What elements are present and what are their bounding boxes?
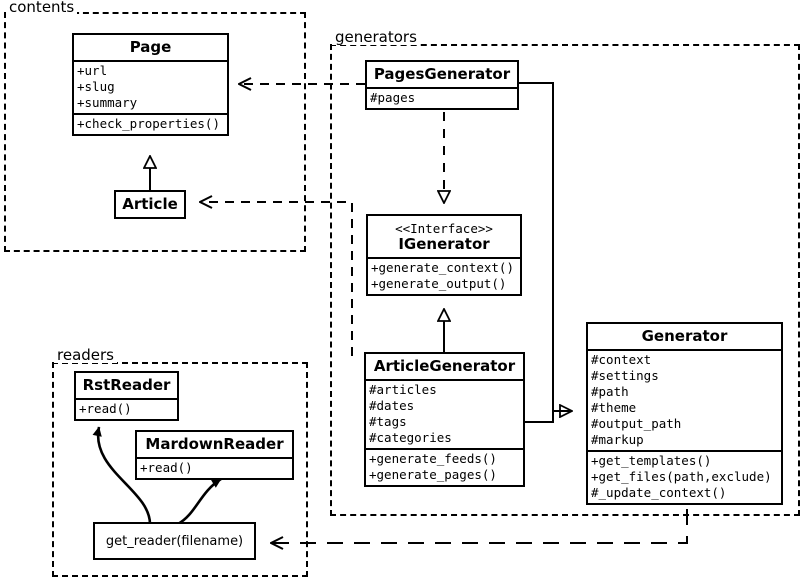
- attribute: #settings: [591, 368, 659, 383]
- class-rstreader[interactable]: RstReader +read(): [74, 371, 179, 421]
- class-articlegenerator[interactable]: ArticleGenerator #articles #dates #tags …: [364, 352, 525, 487]
- package-readers-label: readers: [54, 348, 117, 363]
- attribute: +slug: [77, 79, 115, 94]
- class-pagesgenerator-title: PagesGenerator: [373, 65, 511, 83]
- class-pagesgenerator[interactable]: PagesGenerator #pages: [365, 60, 519, 110]
- operation: +check_properties(): [77, 116, 220, 131]
- operation: +generate_feeds(): [369, 451, 497, 466]
- operation: +generate_output(): [371, 276, 507, 291]
- attribute: #output_path: [591, 416, 682, 431]
- package-contents-label: contents: [6, 0, 78, 15]
- class-mardownreader-operations: +read(): [137, 457, 292, 478]
- attribute: #context: [591, 352, 652, 367]
- attribute: +url: [77, 63, 108, 78]
- operation: +get_files(path,exclude): [591, 469, 772, 484]
- class-article-title: Article: [122, 195, 178, 213]
- class-page-attributes: +url +slug +summary: [74, 60, 227, 113]
- class-generator[interactable]: Generator #context #settings #path #them…: [586, 322, 783, 505]
- attribute: #categories: [369, 430, 452, 445]
- attribute: #pages: [370, 90, 416, 105]
- attribute: #dates: [369, 398, 415, 413]
- class-page-title: Page: [129, 38, 172, 56]
- operation: +read(): [140, 460, 193, 475]
- attribute: +summary: [77, 95, 138, 110]
- package-readers-frame: [52, 362, 308, 577]
- class-page[interactable]: Page +url +slug +summary +check_properti…: [72, 33, 229, 136]
- function-get-reader[interactable]: get_reader(filename): [93, 522, 256, 560]
- class-generator-attributes: #context #settings #path #theme #output_…: [588, 349, 781, 450]
- package-contents-frame: [4, 12, 306, 252]
- class-rstreader-title: RstReader: [82, 376, 171, 394]
- operation: +read(): [79, 401, 132, 416]
- class-igenerator-name: IGenerator: [398, 235, 490, 253]
- class-rstreader-operations: +read(): [76, 398, 177, 419]
- attribute: #articles: [369, 382, 437, 397]
- class-page-operations: +check_properties(): [74, 113, 227, 134]
- attribute: #theme: [591, 400, 637, 415]
- attribute: #markup: [591, 432, 644, 447]
- operation: +generate_pages(): [369, 467, 497, 482]
- class-igenerator-title: <<Interface>> IGenerator: [368, 216, 520, 257]
- package-generators-label: generators: [332, 30, 420, 45]
- class-igenerator[interactable]: <<Interface>> IGenerator +generate_conte…: [366, 214, 522, 296]
- class-igenerator-stereotype: <<Interface>>: [395, 221, 493, 236]
- class-generator-operations: +get_templates() +get_files(path,exclude…: [588, 450, 781, 503]
- class-mardownreader-title: MardownReader: [145, 435, 284, 453]
- attribute: #tags: [369, 414, 407, 429]
- class-article[interactable]: Article: [114, 190, 186, 219]
- operation: #_update_context(): [591, 485, 727, 500]
- attribute: #path: [591, 384, 629, 399]
- class-pagesgenerator-attributes: #pages: [367, 87, 517, 108]
- class-igenerator-operations: +generate_context() +generate_output(): [368, 257, 520, 294]
- class-articlegenerator-attributes: #articles #dates #tags #categories: [366, 379, 523, 448]
- operation: +generate_context(): [371, 260, 514, 275]
- class-mardownreader[interactable]: MardownReader +read(): [135, 430, 294, 480]
- class-articlegenerator-operations: +generate_feeds() +generate_pages(): [366, 448, 523, 485]
- operation: +get_templates(): [591, 453, 712, 468]
- class-generator-title: Generator: [641, 327, 728, 345]
- function-get-reader-label: get_reader(filename): [105, 533, 244, 549]
- class-articlegenerator-title: ArticleGenerator: [373, 357, 516, 375]
